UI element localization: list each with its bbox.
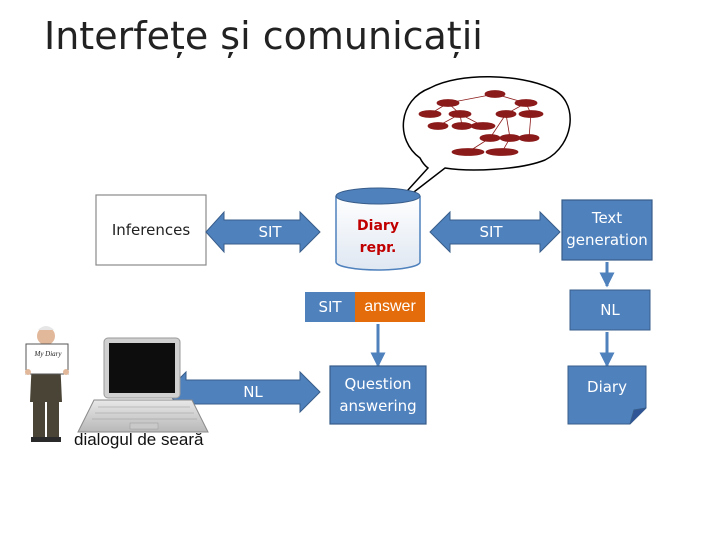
sign-text: My Diary	[34, 350, 62, 358]
text-generation-box	[561, 199, 653, 261]
laptop-icon	[77, 337, 209, 433]
text-generation-label: Text generation	[566, 209, 648, 249]
nl-right-label: NL	[600, 301, 620, 319]
nl-left-label: NL	[243, 383, 263, 401]
sit-right-arrow	[429, 210, 561, 254]
nl-right-box	[569, 289, 651, 331]
slide-title: Interfețe și comunicații	[44, 14, 483, 58]
diary-repr-label: Diary repr.	[357, 218, 399, 256]
sit-left-label: SIT	[258, 223, 282, 241]
sit-right-label: SIT	[479, 223, 503, 241]
person-icon	[25, 326, 69, 442]
question-answering-box	[329, 365, 427, 425]
question-answering-label: Question answering	[339, 375, 417, 415]
caption: dialogul de seară	[74, 430, 204, 449]
sit-mid-label: SIT	[318, 298, 342, 316]
diary-label: Diary	[587, 378, 627, 396]
sit-mid-box	[305, 292, 355, 322]
semantic-graph	[418, 90, 544, 156]
answer-label: answer	[364, 298, 416, 315]
diary-repr-cylinder	[335, 187, 421, 271]
inferences-box	[95, 194, 207, 266]
answer-box	[355, 292, 425, 322]
sit-left-arrow	[205, 210, 321, 254]
inferences-label: Inferences	[111, 221, 191, 239]
